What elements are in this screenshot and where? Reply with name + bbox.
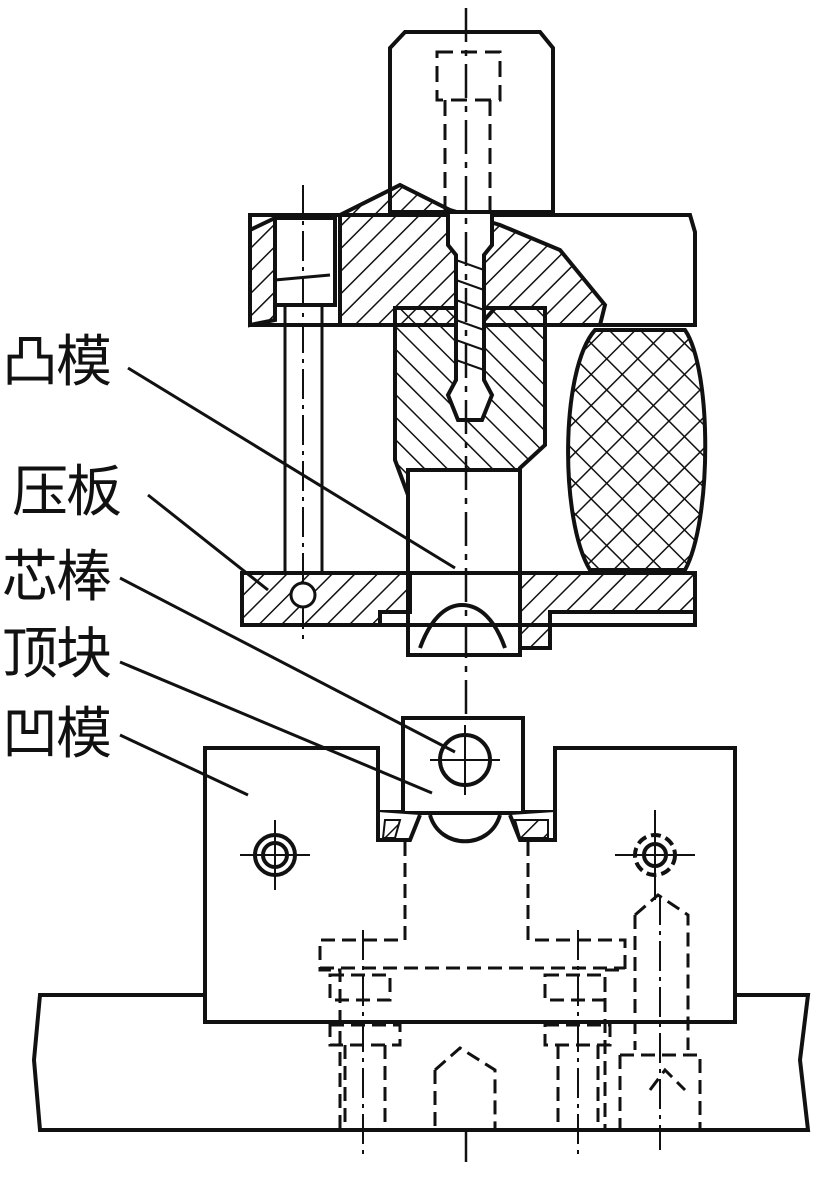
die-cavity: [376, 812, 557, 844]
label-die: 凹模: [2, 702, 112, 767]
label-ejector-block: 顶块: [2, 622, 112, 687]
leader-die: [119, 733, 249, 797]
pressure-plate: [240, 571, 412, 627]
leader-ejector: [119, 660, 433, 795]
pressure-plate-screw: [289, 581, 317, 609]
label-punch: 凸模: [2, 330, 112, 395]
punch-tip: [406, 468, 522, 657]
shank: [388, 30, 555, 214]
center-bolt: [445, 210, 495, 422]
leader-lines: [119, 366, 456, 797]
lower-die: [31, 716, 811, 1160]
upper-die: [240, 30, 708, 657]
upper-plate-left-section: [248, 214, 277, 328]
leader-press: [147, 493, 269, 592]
shank-hidden-hole: [435, 50, 502, 215]
guide-post-top: [273, 216, 337, 307]
elastomer: [566, 328, 708, 572]
label-pressure-plate: 压板: [12, 460, 122, 525]
press-bed: [31, 993, 811, 1132]
leader-mandrel: [119, 576, 456, 754]
label-mandrel: 芯棒: [2, 545, 112, 610]
leader-punch: [127, 366, 456, 570]
